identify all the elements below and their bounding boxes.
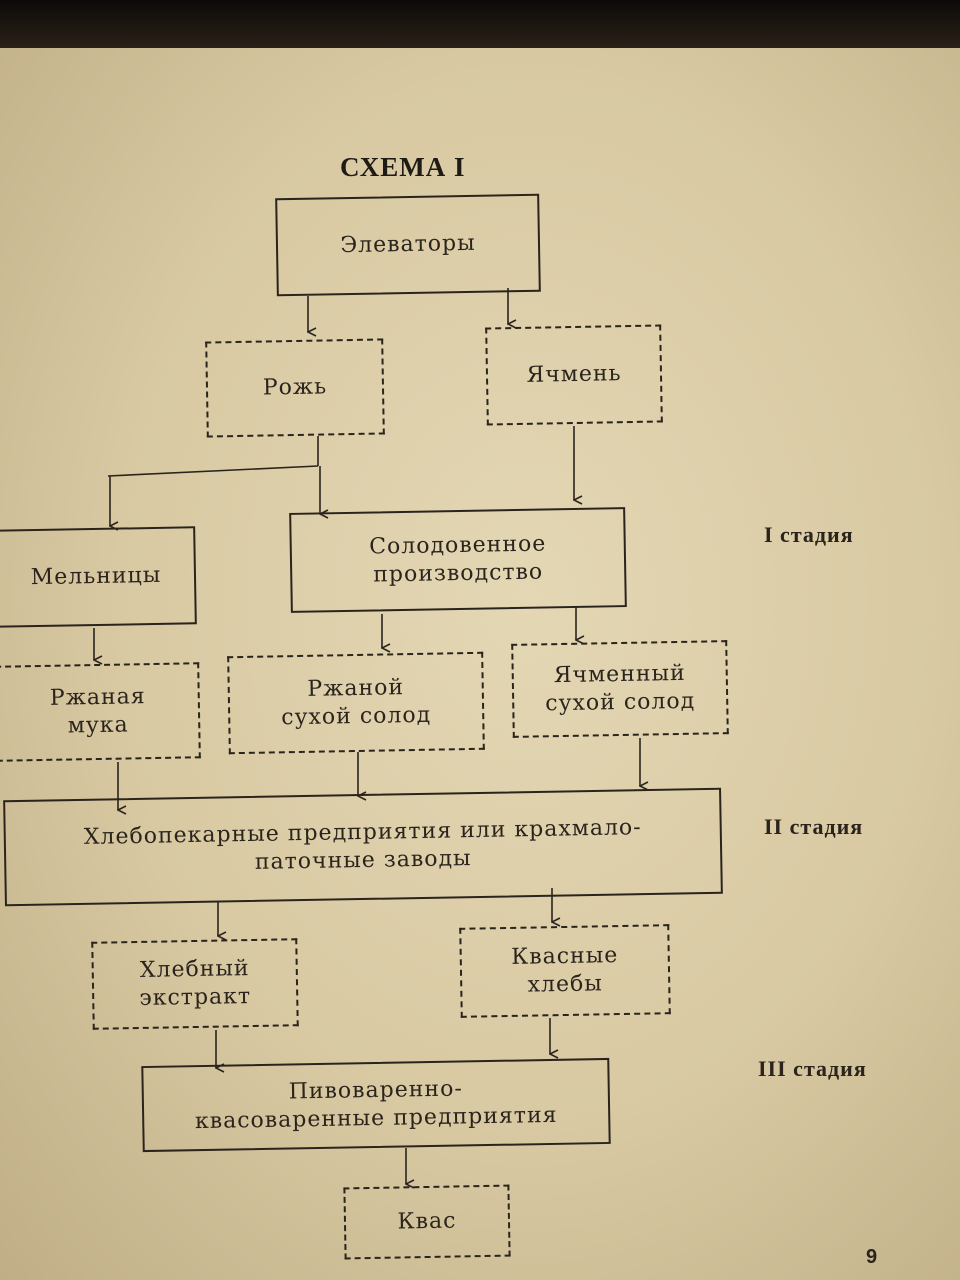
node-breweries: Пивоваренно-квасоваренные предприятия [141,1057,611,1153]
node-rye-flour: Ржаная мука [0,662,201,762]
node-barley: Ячмень [485,324,663,426]
node-kvass: Квас [343,1184,511,1260]
stage-3-label: III стадия [758,1056,867,1081]
stage-1-label: I стадия [764,522,854,547]
node-mills: Мельницы [0,526,197,628]
stage-2-label: II стадия [764,814,864,839]
node-malt-production: Солодовенное производство [289,507,627,613]
node-elevators: Элеваторы [275,193,541,297]
node-bakeries: Хлебопекарные предприятия или крахмало-п… [3,787,723,907]
node-rye: Рожь [205,338,385,438]
node-bread-extract: Хлебный экстракт [91,938,299,1030]
node-rye-dry-malt: Ржаной сухой солод [227,651,485,755]
diagram-title: СХЕМА I [340,152,466,182]
top-shadow [0,0,960,48]
rye-branch-horizontal [107,465,319,477]
page-number: 9 [866,1246,878,1268]
node-kvass-breads: Квасные хлебы [459,924,671,1018]
page [0,42,960,1280]
node-barley-dry-malt: Ячменный сухой солод [511,640,729,738]
